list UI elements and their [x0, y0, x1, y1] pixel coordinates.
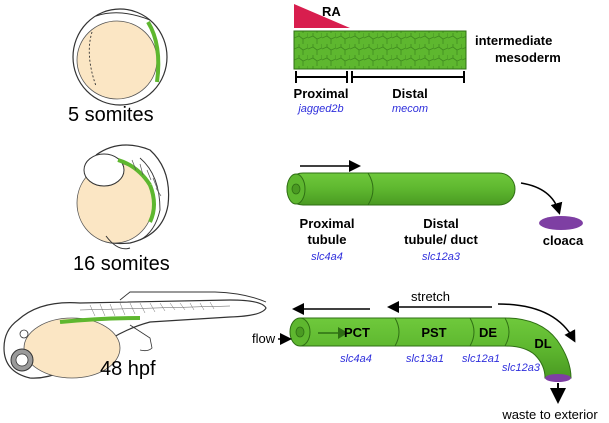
distal-label: Distal: [392, 86, 427, 101]
distal-tubule-label-1: Distal: [423, 216, 458, 231]
intermediate-mesoderm-band: [293, 30, 467, 70]
dl-label: DL: [534, 336, 551, 351]
mesoderm-label: mesoderm: [495, 50, 561, 65]
slc4a4-gene-row2: slc4a4: [311, 251, 343, 263]
cloaca-shape: [539, 216, 583, 230]
embryo-16-somites: [76, 144, 170, 250]
slc12a1-gene: slc12a1: [462, 353, 500, 365]
tubule-48-hpf: [289, 317, 572, 382]
de-label: DE: [479, 325, 497, 340]
cloaca-label: cloaca: [543, 233, 584, 248]
proximal-tubule-label-1: Proximal: [300, 216, 355, 231]
proximal-tubule-label-2: tubule: [308, 232, 347, 247]
stage-label-5-somites: 5 somites: [68, 104, 154, 126]
proximal-bracket: [295, 71, 348, 83]
slc13a1-gene: slc13a1: [406, 353, 444, 365]
embryo-48-hpf: [3, 291, 267, 379]
mecom-gene: mecom: [392, 103, 428, 115]
stage-label-48-hpf: 48 hpf: [100, 358, 156, 380]
proximal-label: Proximal: [294, 86, 349, 101]
distal-bracket: [351, 71, 465, 83]
ra-gradient: RA: [294, 4, 350, 28]
slc4a4-gene-row3: slc4a4: [340, 353, 372, 365]
stretch-label: stretch: [411, 289, 450, 304]
waste-label: waste to exterior: [501, 407, 598, 422]
intermediate-label: intermediate: [475, 33, 552, 48]
cloaca-arrow: [520, 182, 563, 215]
ra-label: RA: [322, 4, 341, 19]
pct-label: PCT: [344, 325, 370, 340]
pst-label: PST: [421, 325, 446, 340]
flow-label: flow: [252, 331, 276, 346]
slc12a3-gene-row2: slc12a3: [422, 251, 461, 263]
slc12a3-gene-row3: slc12a3: [502, 362, 541, 374]
inner-flow-arrowhead: [338, 327, 348, 339]
distal-tubule-label-2: tubule/ duct: [404, 232, 478, 247]
embryo-5-somites: [72, 8, 168, 106]
curve-arrow: [497, 303, 576, 343]
tubule-16-somites: [286, 172, 516, 206]
jagged2b-gene: jagged2b: [296, 103, 343, 115]
stage-label-16-somites: 16 somites: [73, 253, 170, 275]
